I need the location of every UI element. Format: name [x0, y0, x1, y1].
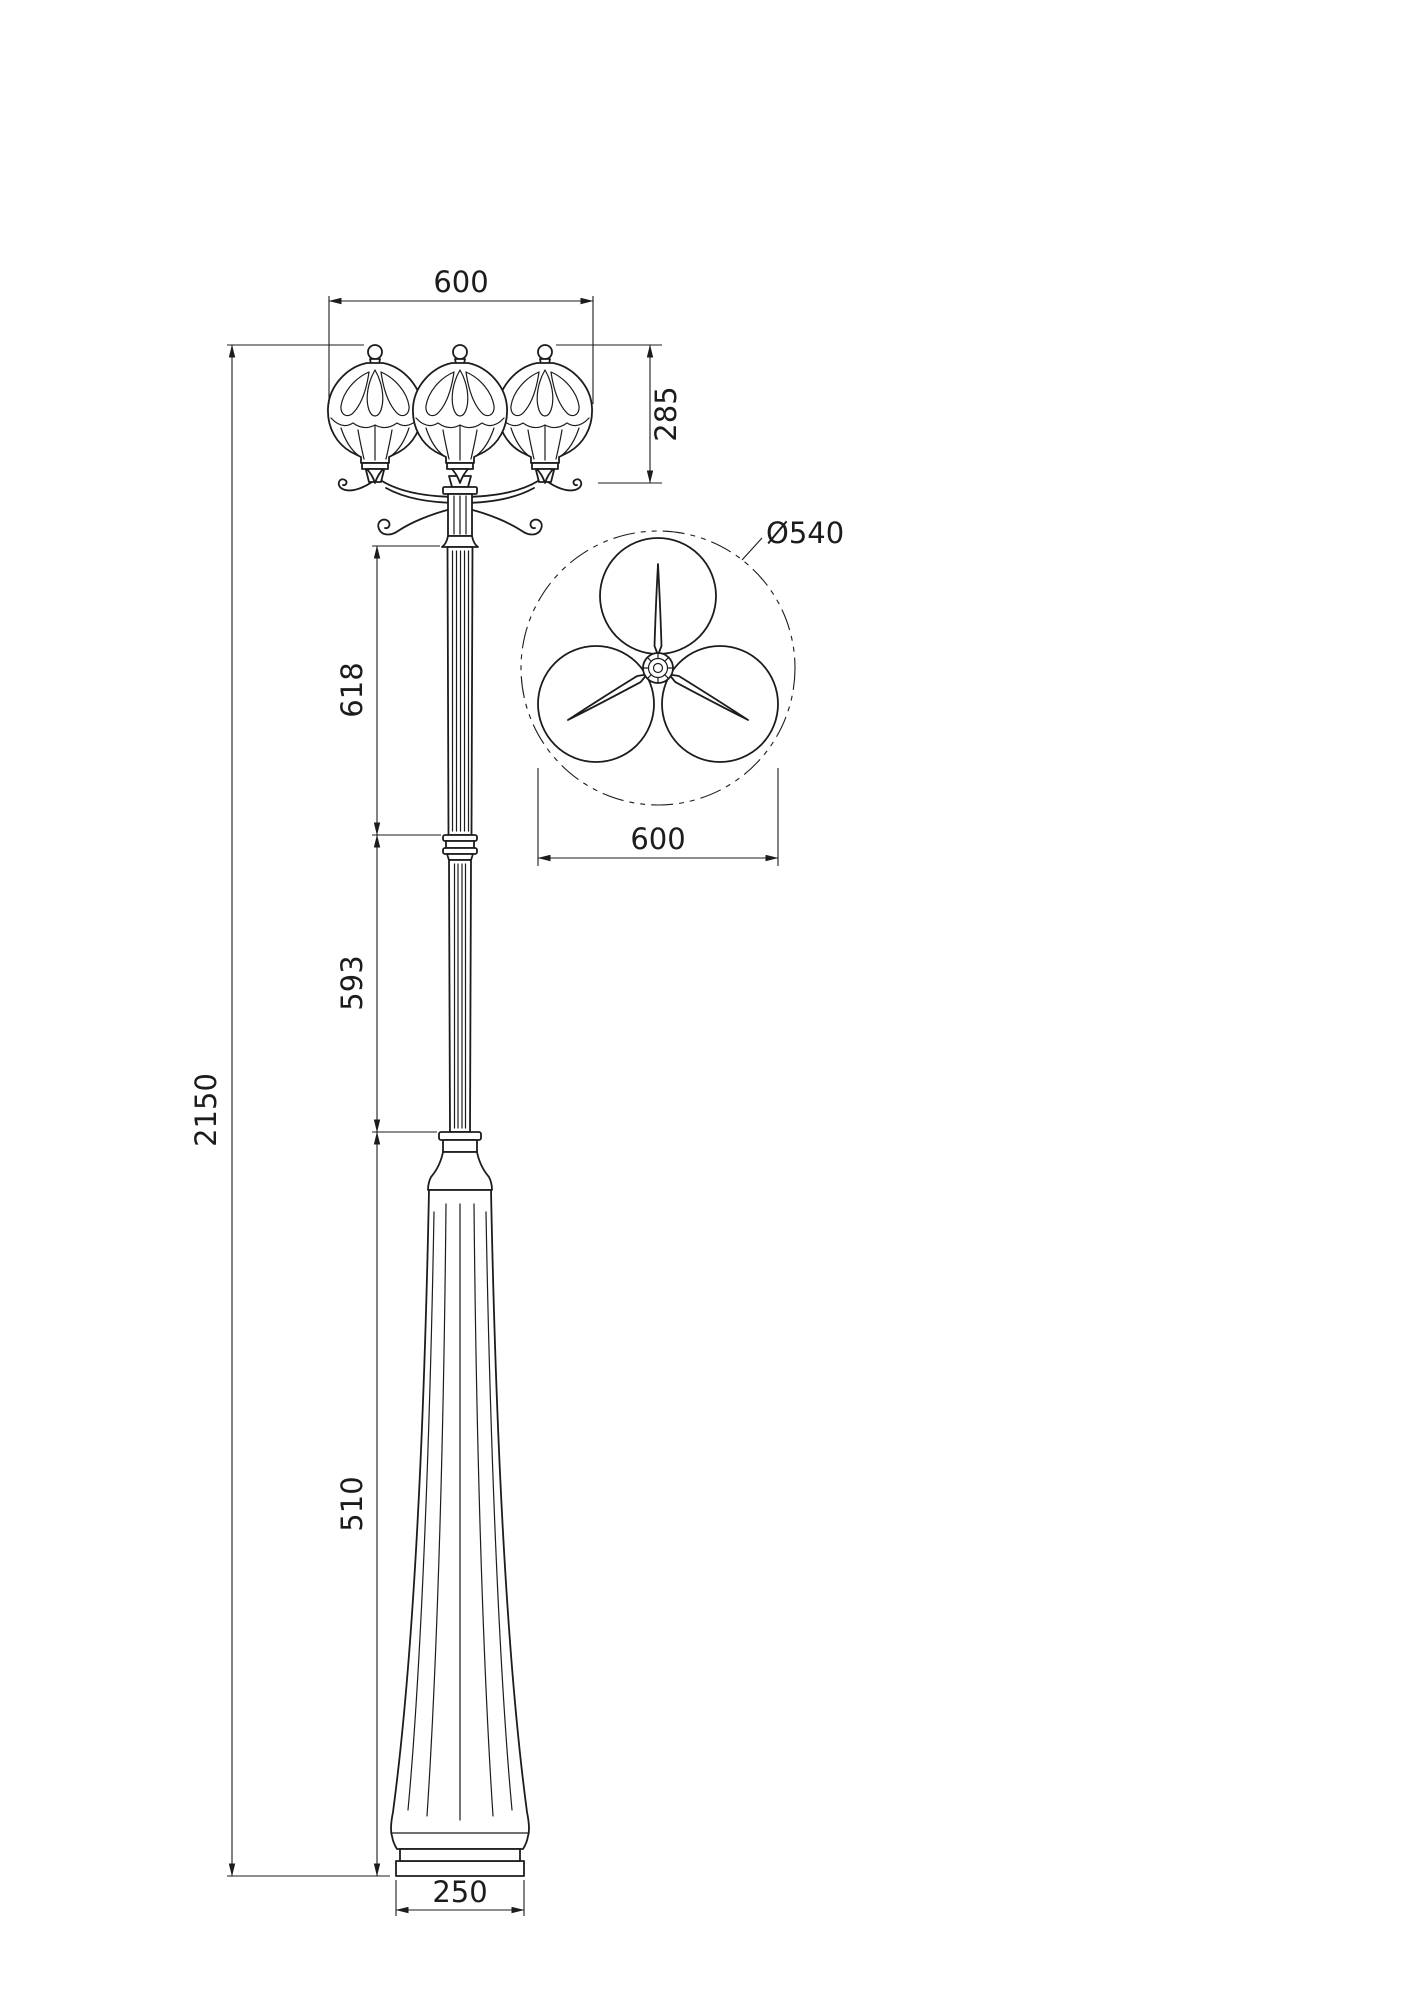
- hub: [642, 652, 674, 684]
- dim-label-lower-pole: 593: [335, 955, 369, 1010]
- arm-right-scroll: [464, 507, 543, 536]
- cap-flange: [442, 486, 478, 495]
- base-plinth: [395, 1848, 525, 1877]
- dim-base-width: 250: [395, 1875, 525, 1916]
- hub-inner: [652, 662, 664, 674]
- dim-label-total-height: 2150: [189, 1073, 223, 1147]
- lantern-left: [327, 344, 423, 484]
- plinth-lower: [395, 1860, 525, 1877]
- hub-middle: [647, 657, 669, 679]
- arm-left-curl: [337, 478, 373, 492]
- pole-cap: [441, 475, 479, 548]
- lantern-right: [497, 344, 593, 484]
- dim-head-circle-diameter: Ø540: [741, 516, 844, 561]
- dim-label-head-width: 600: [433, 265, 488, 299]
- base-cap-ring: [442, 1139, 478, 1153]
- dim-label-upper-pole: 618: [335, 662, 369, 717]
- globe-circle-right: [661, 645, 779, 763]
- dim-label-base-width: 250: [432, 1875, 487, 1909]
- dim-label-head-span: 600: [630, 822, 685, 856]
- arm-left-scroll: [377, 507, 456, 536]
- cap-flutes: [453, 495, 467, 535]
- base-cap-flange: [438, 1131, 482, 1141]
- arm-spear-left: [565, 670, 650, 724]
- pole-collar: [442, 834, 478, 861]
- phantom-envelope-circle: [520, 530, 796, 806]
- arm-spear-right: [666, 670, 751, 724]
- dim-upper-pole: 618: [335, 545, 441, 836]
- dim-total-height: 2150: [189, 344, 390, 1877]
- dim-label-base-height: 510: [335, 1476, 369, 1531]
- leader-line: [741, 537, 763, 561]
- dim-base-height: 510: [335, 1131, 381, 1877]
- lower-pole: [448, 859, 472, 1133]
- top-view: [520, 530, 796, 806]
- ext-lines: [227, 344, 390, 1877]
- dim-head-width: 600: [328, 265, 594, 404]
- lower-pole-body: [448, 859, 472, 1133]
- dim-lower-pole: 593: [335, 834, 437, 1133]
- base-bell: [390, 1189, 530, 1850]
- dim-lantern-height: 285: [556, 344, 683, 484]
- base-cap-ogee: [427, 1151, 493, 1191]
- plinth-upper: [399, 1848, 521, 1862]
- ext-lines: [372, 545, 441, 836]
- upper-pole-flutes: [451, 550, 470, 832]
- dim-head-span: 600: [537, 768, 779, 866]
- ext-lines: [537, 768, 779, 866]
- dim-label-head-circle-diameter: Ø540: [766, 516, 844, 550]
- cap-flare: [441, 535, 479, 548]
- dimensions: 600 285 2150 618 593 510: [189, 265, 844, 1916]
- base-cap: [427, 1131, 493, 1191]
- front-view: [327, 344, 593, 1877]
- dim-label-lantern-height: 285: [649, 386, 683, 441]
- collar-ring-mid: [445, 840, 475, 849]
- lantern-center: [412, 344, 508, 484]
- upper-pole: [446, 546, 474, 836]
- base-bell-flutes: [407, 1203, 513, 1821]
- arm-right-curl: [547, 478, 583, 492]
- arm-spear-top: [653, 563, 663, 656]
- ext-lines: [328, 296, 594, 404]
- hub-ticks: [642, 652, 674, 684]
- lower-pole-flutes: [453, 863, 467, 1129]
- globe-circle-left: [537, 645, 655, 763]
